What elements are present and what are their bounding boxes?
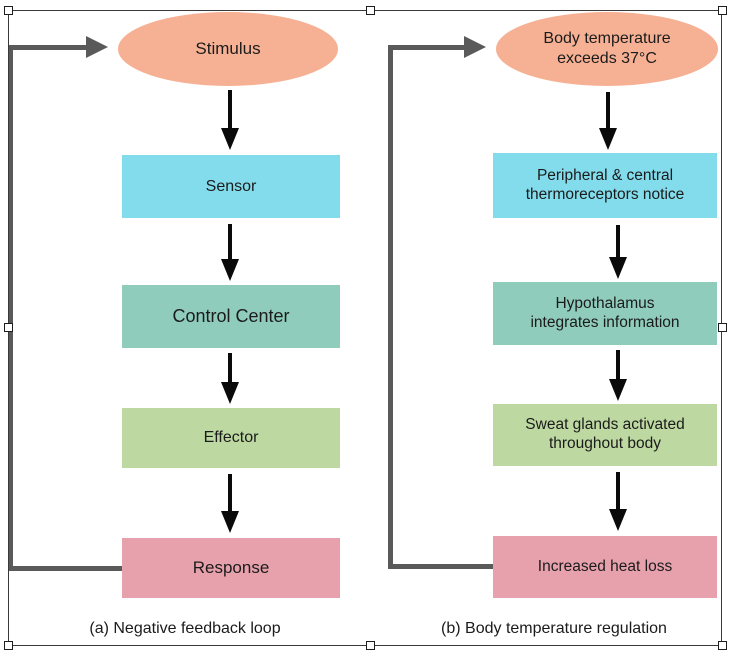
node-thermoreceptors-label: Peripheral & central thermoreceptors not… <box>525 166 685 203</box>
node-hypothalamus[interactable]: Hypothalamus integrates information <box>493 282 717 345</box>
loop-top-segment <box>8 45 88 50</box>
node-stimulus[interactable]: Stimulus <box>118 12 338 86</box>
arrow-sweat-glands-to-heat-loss <box>605 472 631 531</box>
node-hypothalamus-label: Hypothalamus integrates information <box>530 294 680 331</box>
arrow-stimulus-to-sensor <box>217 90 243 150</box>
arrow-hypothalamus-to-sweat-glands <box>605 350 631 401</box>
caption-panel-b: (b) Body temperature regulation <box>441 620 667 637</box>
node-response[interactable]: Response <box>122 538 340 598</box>
node-sensor[interactable]: Sensor <box>122 155 340 218</box>
node-response-label: Response <box>192 557 270 577</box>
arrow-effector-to-response <box>217 474 243 533</box>
selection-handle-bottom-left[interactable] <box>4 641 13 650</box>
selection-handle-top-right[interactable] <box>718 6 727 15</box>
node-control-center[interactable]: Control Center <box>122 285 340 348</box>
caption-panel-a: (a) Negative feedback loop <box>89 620 281 637</box>
selection-handle-bottom-right[interactable] <box>718 641 727 650</box>
node-stimulus-label: Body temperature exceeds 37°C <box>543 30 671 67</box>
node-heat-loss-label: Increased heat loss <box>537 557 673 575</box>
arrow-stimulus-to-thermoreceptors <box>595 92 621 150</box>
selection-handle-top-center[interactable] <box>366 6 375 15</box>
node-stimulus-label: Stimulus <box>195 38 261 58</box>
node-heat-loss[interactable]: Increased heat loss <box>493 536 717 598</box>
selection-handle-top-left[interactable] <box>4 6 13 15</box>
loop-arrowhead <box>464 36 486 58</box>
arrow-sensor-to-control <box>217 224 243 281</box>
node-stimulus[interactable]: Body temperature exceeds 37°C <box>496 12 718 86</box>
loop-vertical-segment <box>388 47 393 569</box>
selection-handle-middle-left[interactable] <box>4 323 13 332</box>
panel-body-temperature-regulation: Body temperature exceeds 37°C Peripheral… <box>370 0 738 658</box>
node-effector-label: Effector <box>203 429 259 447</box>
node-effector[interactable]: Effector <box>122 408 340 468</box>
node-sweat-glands-label: Sweat glands activated throughout body <box>525 416 685 452</box>
selection-handle-bottom-center[interactable] <box>366 641 375 650</box>
selection-handle-middle-right[interactable] <box>718 323 727 332</box>
arrow-thermoreceptors-to-hypothalamus <box>605 225 631 279</box>
node-control-center-label: Control Center <box>172 305 290 326</box>
arrow-control-to-effector <box>217 353 243 404</box>
loop-bottom-segment <box>388 564 496 569</box>
panel-negative-feedback-loop: Stimulus Sensor Control Center Effector … <box>8 12 340 637</box>
loop-top-segment <box>388 45 466 50</box>
node-sweat-glands[interactable]: Sweat glands activated throughout body <box>493 404 717 466</box>
loop-vertical-segment <box>8 47 13 571</box>
loop-bottom-segment <box>8 566 124 571</box>
node-sensor-label: Sensor <box>205 177 257 195</box>
loop-arrowhead <box>86 36 108 58</box>
node-thermoreceptors[interactable]: Peripheral & central thermoreceptors not… <box>493 153 717 218</box>
